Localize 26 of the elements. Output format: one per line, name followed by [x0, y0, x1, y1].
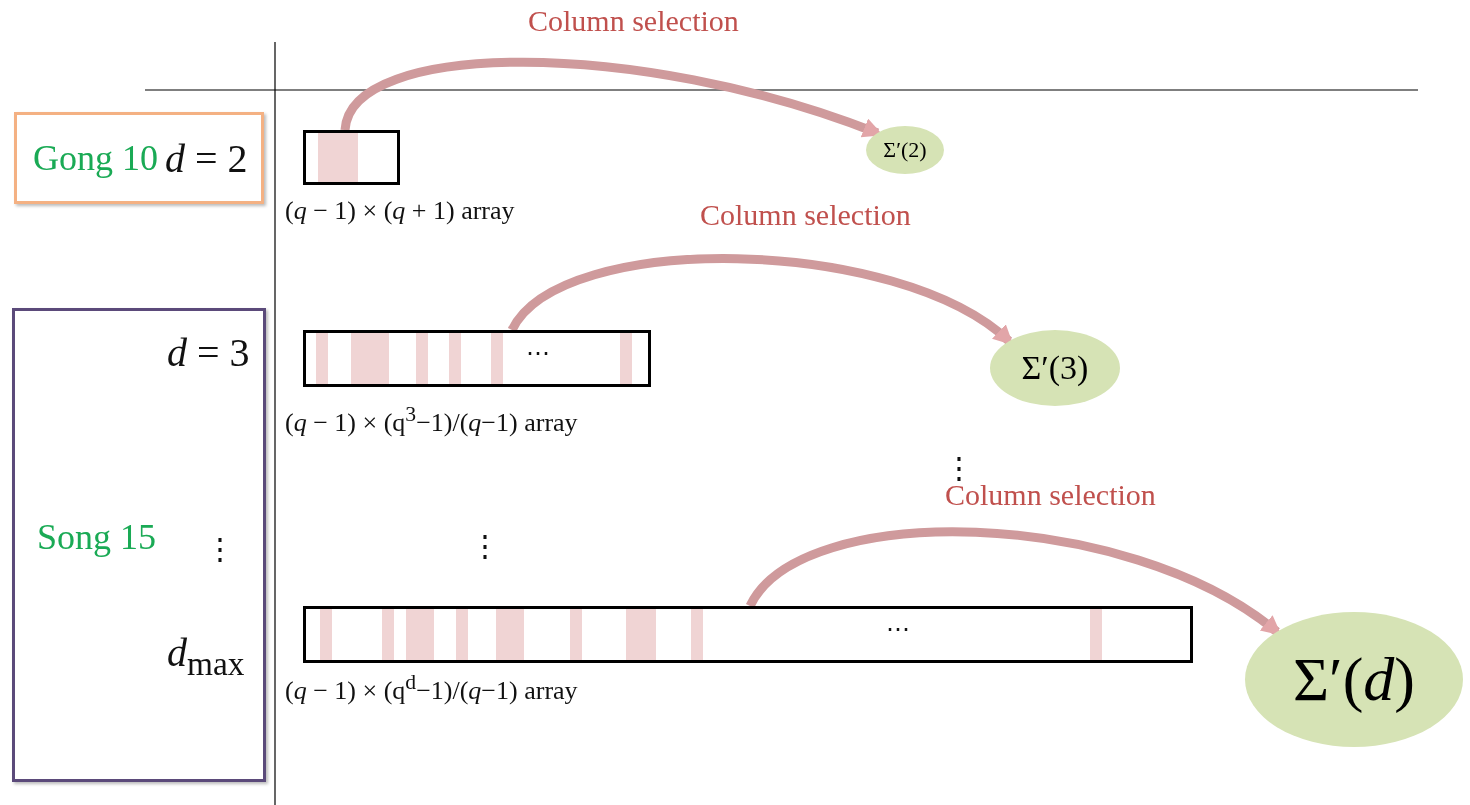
math-label: Σ′(d) — [1293, 644, 1415, 715]
math-label: Σ′(3) — [1021, 349, 1089, 387]
array-caption: (q − 1) × (q + 1) array — [285, 196, 515, 226]
ellipsis: ⋮ — [205, 531, 235, 566]
array-box — [303, 130, 400, 185]
array-caption: (q − 1) × (q$^{d}$−1)/(q−1) array — [285, 670, 578, 706]
curved-arrow — [508, 254, 1014, 345]
math-label: d = 2 — [165, 135, 248, 182]
array-box — [303, 330, 651, 387]
group-box — [14, 112, 264, 204]
group-name: Gong 10 — [33, 137, 158, 179]
edge-label: Column selection — [528, 4, 739, 38]
edge-label: Column selection — [700, 198, 911, 232]
ellipsis: ⋯ — [886, 615, 910, 643]
array-caption: (q − 1) × (q$^{3}$−1)/(q−1) array — [285, 402, 578, 438]
curved-arrow — [746, 527, 1282, 636]
ellipsis: ⋮ — [944, 450, 974, 485]
math-label: d$_{max}$ — [167, 629, 245, 683]
group-name: Song 15 — [37, 516, 157, 558]
ellipsis: ⋯ — [526, 339, 550, 367]
math-label: Σ′(2) — [883, 137, 927, 163]
ellipsis: ⋮ — [470, 528, 500, 563]
result-ellipse — [866, 126, 944, 174]
array-box — [303, 606, 1193, 663]
group-box — [12, 308, 266, 782]
math-label: d = 3 — [167, 329, 250, 376]
